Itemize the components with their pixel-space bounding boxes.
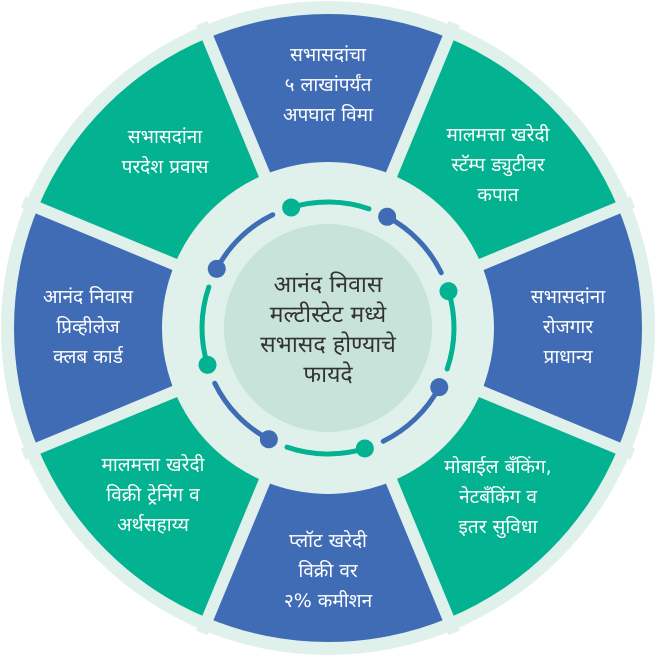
connector-dot	[259, 430, 278, 449]
connector-dot	[439, 282, 458, 301]
segment-divider	[464, 196, 636, 277]
segment-divider	[379, 464, 460, 636]
segment-label-training: मालमत्ता खरेदी विक्री ट्रेनिंग व अर्थसहा…	[101, 454, 205, 536]
connector-dot	[198, 355, 217, 374]
segment-label-club-card: आनंद निवास प्रिव्हीलेज क्लब कार्ड	[43, 286, 133, 368]
center-title: आनंद निवास मल्टीस्टेट मध्ये सभासद होण्या…	[228, 270, 428, 390]
segment-divider	[379, 20, 460, 192]
segment-label-employment: सभासदांना रोजगार प्राधान्य	[530, 286, 606, 368]
connector-dot	[355, 439, 374, 458]
center-circle	[224, 224, 432, 432]
segment-label-stamp-duty: मालमत्ता खरेदी स्टॅम्प ड्युटीवर कपात	[446, 124, 550, 206]
segment-2	[481, 207, 642, 449]
segment-0	[207, 14, 449, 175]
center-title-line: फायदे	[303, 362, 353, 388]
segment-divider	[464, 379, 636, 460]
segment-5	[37, 391, 265, 619]
segment-label-banking: मोबाईल बँकिंग, नेटबँकिंग व इतर सुविधा	[444, 456, 552, 538]
connector-dot	[282, 198, 301, 217]
segment-divider	[196, 20, 277, 192]
segment-divider	[196, 464, 277, 636]
segment-label-foreign-travel: सभासदांना परदेश प्रवास	[121, 126, 209, 178]
segment-divider	[20, 379, 192, 460]
segment-1	[391, 37, 619, 265]
segment-label-commission: प्लॉट खरेदी विक्री वर २% कमीशन	[283, 530, 373, 612]
segment-divider	[20, 196, 192, 277]
segment-4	[207, 481, 449, 642]
connector-dot	[207, 259, 226, 278]
center-title-line: सभासद होण्याचे	[260, 332, 396, 358]
connector-dot	[378, 207, 397, 226]
segment-label-accident-insurance: सभासदांचा ५ लाखांपर्यंत अपघात विमा	[282, 44, 374, 126]
center-title-line: आनंद निवास	[273, 272, 383, 298]
segment-6	[14, 207, 175, 449]
center-title-line: मल्टीस्टेट मध्ये	[269, 302, 387, 328]
segment-7	[37, 37, 265, 265]
segment-3	[391, 391, 619, 619]
connector-dot	[430, 378, 449, 397]
